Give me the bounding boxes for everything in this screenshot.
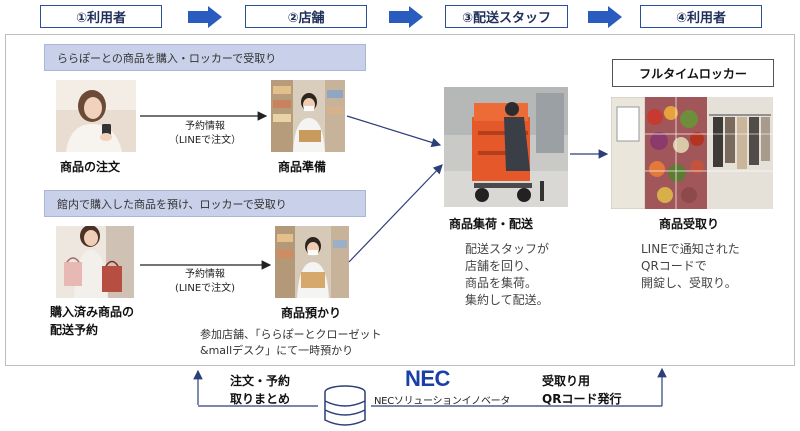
banner-text: 館内で購入した商品を預け、ロッカーで受取り — [57, 197, 287, 211]
desc-line: QRコードで — [641, 259, 707, 273]
photo-delivery-staff — [444, 87, 568, 207]
stage-store: ②店舗 — [245, 5, 367, 28]
banner-text: ららぽーとの商品を購入・ロッカーで受取り — [57, 51, 277, 65]
bottom-left-text: 注文・予約 取りまとめ — [230, 372, 290, 408]
right-arrow-icon — [188, 6, 222, 28]
stage-label: ③配送スタッフ — [461, 11, 551, 26]
desc-line: 開錠し、受取り。 — [641, 276, 737, 290]
bottom-line: 取りまとめ — [230, 392, 291, 406]
delivery-description: 配送スタッフが 店舗を回り、 商品を集荷。 集約して配送。 — [465, 241, 549, 309]
photo-fulltime-locker — [611, 97, 773, 209]
label-deposit: 商品預かり — [281, 306, 342, 320]
label-line: 購入済み商品の — [50, 305, 135, 319]
reservation-title: 予約情報 — [185, 121, 225, 132]
reservation-info-b: 予約情報 (LINEで注文) — [150, 268, 260, 296]
reservation-title: 予約情報 — [185, 269, 225, 280]
bottom-line: 注文・予約 — [230, 374, 291, 388]
note-line: 参加店舗、「ららぽーとクローゼット — [200, 328, 382, 341]
label-receive: 商品受取り — [659, 217, 720, 231]
stage-user-1: ①利用者 — [40, 5, 162, 28]
desc-line: LINEで通知された — [641, 242, 740, 256]
reservation-info-a: 予約情報 （LINEで注文） — [150, 120, 260, 148]
stage-label: ②店舗 — [287, 11, 325, 26]
stage-label: ①利用者 — [75, 11, 126, 26]
banner-lalaport-purchase: ららぽーとの商品を購入・ロッカーで受取り — [44, 44, 366, 71]
reservation-via-line: (LINEで注文) — [174, 283, 236, 294]
label-preparation: 商品準備 — [278, 160, 327, 174]
photo-staff-deposit — [275, 226, 349, 298]
banner-in-mall-deposit: 館内で購入した商品を預け、ロッカーで受取り — [44, 190, 366, 217]
bottom-line: 受取り用 — [542, 374, 591, 388]
company-name: NECソリューションイノベータ — [374, 396, 511, 407]
right-arrow-icon — [588, 6, 622, 28]
label-line: 配送予約 — [50, 323, 99, 337]
photo-woman-shopping-bags — [56, 226, 134, 298]
stage-delivery-staff: ③配送スタッフ — [445, 5, 568, 28]
right-arrow-icon — [389, 6, 423, 28]
locker-description: LINEで通知された QRコードで 開錠し、受取り。 — [641, 241, 740, 292]
deposit-note: 参加店舗、「ららぽーとクローゼット &mallデスク」にて一時預かり — [200, 327, 440, 359]
note-line: &mallデスク」にて一時預かり — [200, 344, 354, 357]
locker-title: フルタイムロッカー — [612, 59, 774, 87]
reservation-via-line: （LINEで注文） — [168, 135, 242, 146]
bottom-right-text: 受取り用 QRコード発行 — [542, 372, 621, 408]
photo-woman-ordering — [56, 80, 136, 152]
desc-line: 集約して配送。 — [465, 293, 549, 307]
label-pickup-delivery: 商品集荷・配送 — [449, 217, 534, 231]
stage-label: ④利用者 — [675, 11, 726, 26]
desc-line: 商品を集荷。 — [465, 276, 538, 290]
nec-logo: NEC — [405, 366, 450, 391]
database-icon — [324, 385, 366, 426]
bottom-line: QRコード発行 — [542, 392, 622, 406]
label-delivery-reservation: 購入済み商品の 配送予約 — [50, 303, 134, 339]
desc-line: 店舗を回り、 — [465, 259, 537, 273]
label-order: 商品の注文 — [60, 160, 121, 174]
desc-line: 配送スタッフが — [465, 242, 550, 256]
stage-user-4: ④利用者 — [640, 5, 762, 28]
photo-staff-preparing — [271, 80, 345, 152]
